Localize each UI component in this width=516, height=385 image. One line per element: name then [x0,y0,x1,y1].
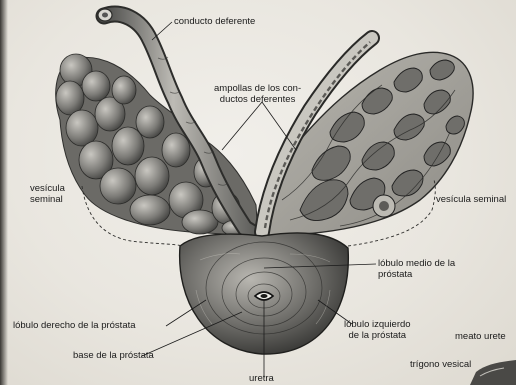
label-middle-lobe-line1: lóbulo medio de la [378,259,455,270]
label-ampullae: ampollas de los con- ductos deferentes [214,84,301,105]
label-ampullae-line2: ductos deferentes [214,95,301,106]
label-right-lobe: lóbulo derecho de la próstata [13,321,136,332]
label-seminal-vesicle-left-line1: vesícula [30,184,65,195]
label-left-lobe-line2: de la próstata [344,331,411,342]
label-middle-lobe: lóbulo medio de la próstata [378,259,455,280]
label-left-lobe: lóbulo izquierdo de la próstata [344,320,411,341]
label-urethra: uretra [249,374,274,385]
label-base: base de la próstata [73,351,154,362]
right-sectioned-vesicle [262,38,473,236]
label-trigone: trígono vesical [410,360,471,371]
label-ureteral-meatus: meato urete [455,332,506,343]
label-seminal-vesicle-left: vesícula seminal [30,184,65,205]
label-seminal-vesicle-right: vesícula seminal [436,195,506,206]
label-left-lobe-line1: lóbulo izquierdo [344,320,411,331]
label-ampullae-line1: ampollas de los con- [214,84,301,95]
label-middle-lobe-line2: próstata [378,270,455,281]
label-seminal-vesicle-left-line2: seminal [30,195,65,206]
trigone-fragment [470,360,516,385]
label-vas-deferens: conducto deferente [174,17,255,28]
